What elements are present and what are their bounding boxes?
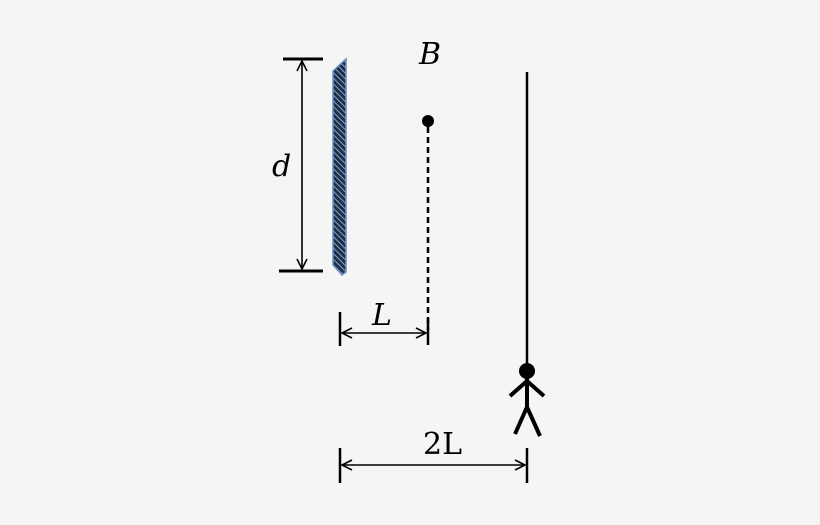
point-B: B [418,37,441,345]
point-B-dot [422,115,434,127]
observer-left-leg [513,406,529,435]
observer-right-arm [525,379,546,398]
label-2L: 2L [423,427,462,462]
label-L: L [371,298,392,333]
distance-dimension-2L: 2L [338,427,529,483]
distance-dimension-L: L [338,298,426,346]
observer-head [519,363,535,379]
observer-left-arm [508,379,529,398]
label-B: B [418,37,441,72]
mirror [332,57,347,277]
mirror-body [332,57,347,277]
observer-right-leg [525,406,542,437]
height-dimension-d: d [272,57,323,273]
label-d: d [272,149,291,184]
observer-stick-figure-icon [508,363,546,437]
